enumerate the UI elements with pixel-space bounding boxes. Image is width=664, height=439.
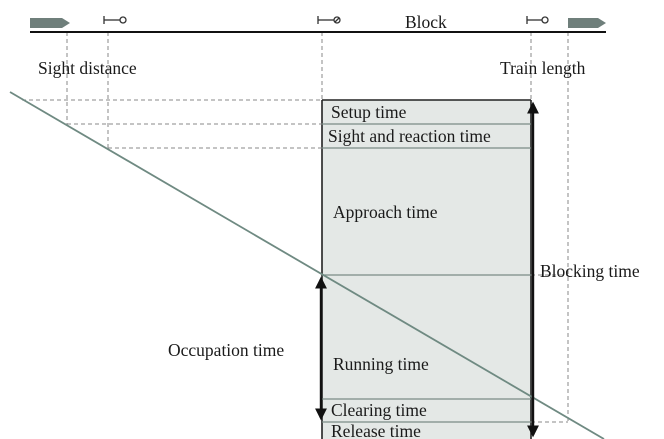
train-length-label: Train length — [500, 58, 586, 78]
arrow-right-icon — [30, 18, 70, 28]
signal-icon — [103, 16, 127, 24]
blocking-time-label: Blocking time — [540, 261, 640, 281]
setup-time-label: Setup time — [331, 102, 407, 122]
occupation-time-label: Occupation time — [168, 340, 284, 360]
sight-distance-label: Sight distance — [38, 58, 137, 78]
running-time-label: Running time — [333, 354, 429, 374]
sight-reaction-time-label: Sight and reaction time — [328, 126, 491, 146]
train-path-line — [9, 91, 605, 439]
block-label: Block — [405, 12, 447, 32]
release-time-label: Release time — [331, 421, 421, 439]
clearing-time-label: Clearing time — [331, 400, 427, 420]
blocking-time-box — [322, 100, 531, 439]
approach-time-label: Approach time — [333, 202, 438, 222]
signal-icon — [317, 16, 341, 24]
signal-icon — [526, 16, 549, 24]
arrow-right-icon — [568, 18, 606, 28]
